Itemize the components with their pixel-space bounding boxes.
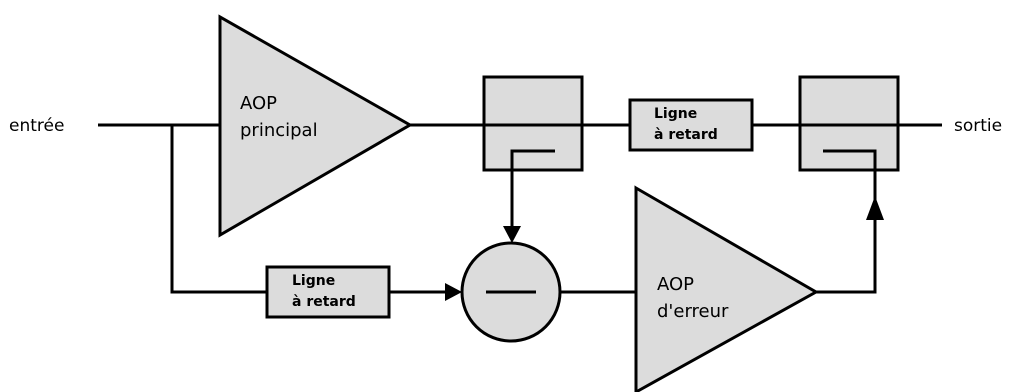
arrowhead-into-subtractor-left — [445, 283, 462, 301]
delay-bottom-label-line2: à retard — [292, 294, 356, 310]
delay-line-bottom — [265, 265, 391, 319]
delay-top-label-line2: à retard — [654, 127, 718, 143]
output-label: sortie — [954, 116, 1002, 136]
wire-input-branch — [170, 125, 267, 294]
error-amplifier-triangle — [634, 185, 820, 392]
error-amp-label-line2: d'erreur — [657, 301, 729, 322]
main-amp-label-line1: AOP — [240, 93, 277, 114]
main-amplifier-triangle — [218, 14, 414, 238]
coupler-output-tap — [823, 149, 877, 170]
delay-bottom-label-line1: Ligne — [292, 273, 335, 289]
input-label: entrée — [9, 116, 64, 136]
delay-top-label-line1: Ligne — [654, 106, 697, 122]
arrowhead-into-output-coupler — [866, 196, 884, 220]
delay-line-top — [628, 98, 754, 152]
coupler-top-tap — [510, 149, 555, 170]
error-amp-label-line1: AOP — [657, 274, 694, 295]
arrowhead-into-subtractor-top — [503, 226, 521, 243]
wire-error-amp-out — [816, 218, 877, 294]
main-amp-label-line2: principal — [240, 120, 318, 141]
